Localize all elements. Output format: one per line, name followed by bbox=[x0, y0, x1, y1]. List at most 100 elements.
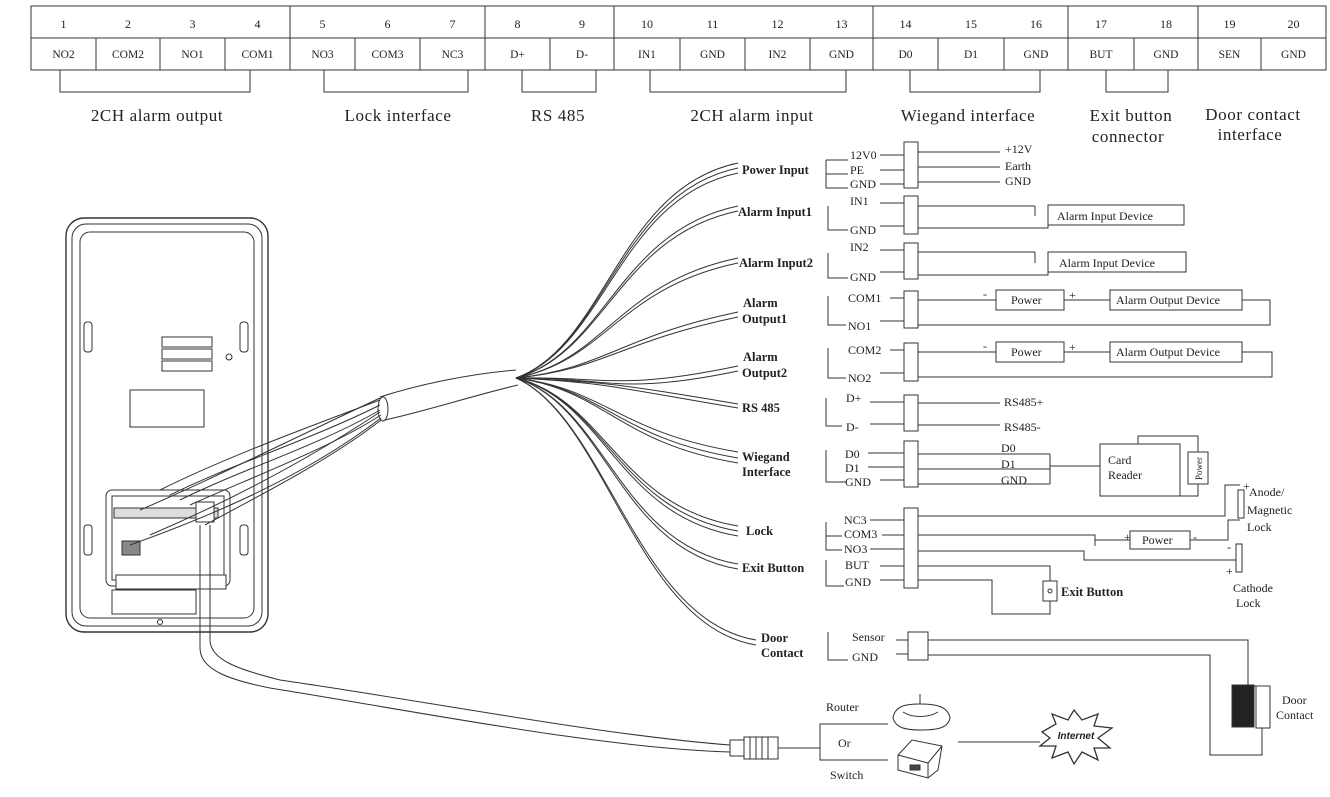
power-input-wiring bbox=[825, 141, 1000, 189]
internet-label: Internet bbox=[1058, 731, 1095, 742]
card-reader-power: Power bbox=[1194, 457, 1204, 480]
terminal-pin-label: GND bbox=[1024, 49, 1049, 61]
wire-no2: NO2 bbox=[848, 371, 871, 385]
harness-wire bbox=[515, 377, 739, 409]
wire-no3: NO3 bbox=[844, 542, 867, 556]
wire-com3: COM3 bbox=[844, 527, 877, 541]
door-contact-line1: Door bbox=[1282, 693, 1307, 707]
terminal-pin-number: 1 bbox=[61, 17, 67, 31]
wire-com1: COM1 bbox=[848, 291, 881, 305]
harness-wire bbox=[515, 377, 757, 646]
harness-wire bbox=[515, 205, 739, 379]
harness-wiegand-line2: Interface bbox=[742, 465, 791, 479]
harness-door-contact-line1: Door bbox=[761, 631, 789, 645]
terminal-block: 1NO22COM23NO14COM15NO36COM37NC38D+9D-10I… bbox=[30, 5, 1327, 71]
alarm-input-device-1: Alarm Input Device bbox=[1057, 209, 1153, 223]
cathode-lock-line1: Cathode bbox=[1233, 581, 1273, 595]
group-label-exit-button-1: Exit button bbox=[1090, 106, 1173, 125]
terminal-pin-label: GND bbox=[829, 49, 854, 61]
terminal-pin-number: 4 bbox=[255, 17, 261, 31]
harness-spray bbox=[515, 162, 757, 646]
terminal-pin-label: D+ bbox=[510, 49, 525, 61]
terminal-pin-label: D- bbox=[576, 49, 588, 61]
alarm-output-device-2: Alarm Output Device bbox=[1116, 345, 1220, 359]
router-label: Router bbox=[826, 700, 859, 714]
terminal-pin-label: NO2 bbox=[52, 49, 75, 61]
group-label-wiegand: Wiegand interface bbox=[901, 106, 1036, 125]
rs485-minus-out: RS485- bbox=[1004, 420, 1041, 434]
wire-in1: IN1 bbox=[850, 194, 869, 208]
terminal-pin-number: 13 bbox=[836, 17, 848, 31]
wire-no1: NO1 bbox=[848, 319, 871, 333]
router-icon bbox=[892, 694, 951, 731]
terminal-pin-label: COM1 bbox=[242, 49, 274, 61]
wiegand-out-d1: D1 bbox=[1001, 457, 1016, 471]
power-minus-ao2: - bbox=[983, 339, 987, 353]
terminal-pin-number: 19 bbox=[1224, 17, 1236, 31]
terminal-pin-number: 15 bbox=[965, 17, 977, 31]
terminal-pin-label: BUT bbox=[1090, 49, 1113, 61]
harness-alarm-output1-line2: Output1 bbox=[742, 312, 787, 326]
terminal-pin-number: 5 bbox=[320, 17, 326, 31]
terminal-pin-label: COM2 bbox=[112, 49, 144, 61]
harness-wire bbox=[515, 377, 739, 537]
power-box-ao1: Power bbox=[1011, 293, 1042, 307]
group-label-alarm-input: 2CH alarm input bbox=[690, 106, 813, 125]
terminal-pin-number: 18 bbox=[1160, 17, 1172, 31]
lock-power-plus: + bbox=[1124, 530, 1131, 544]
alarm-output1-wiring bbox=[827, 289, 1271, 329]
cathode-plus: + bbox=[1226, 564, 1233, 578]
group-label-lock-interface: Lock interface bbox=[344, 106, 451, 125]
card-reader-line2: Reader bbox=[1108, 468, 1142, 482]
power-plus-ao2: + bbox=[1069, 340, 1076, 354]
harness-lock: Lock bbox=[746, 524, 773, 538]
wire-in2: IN2 bbox=[850, 240, 869, 254]
wire-sensor: Sensor bbox=[852, 630, 885, 644]
wire-gnd-ai1: GND bbox=[850, 223, 876, 237]
harness-wire bbox=[515, 172, 739, 379]
rs485-plus-out: RS485+ bbox=[1004, 395, 1044, 409]
wire-gnd-exit: GND bbox=[845, 575, 871, 589]
harness-wire bbox=[515, 257, 739, 379]
anode-lock-line1: Anode/ bbox=[1249, 485, 1285, 499]
exit-button-wiring bbox=[825, 560, 1058, 615]
anode-plus: + bbox=[1243, 479, 1250, 493]
door-contact-line2: Contact bbox=[1276, 708, 1314, 722]
harness-wire bbox=[515, 377, 757, 641]
network-wiring bbox=[778, 723, 1040, 761]
terminal-pin-label: IN2 bbox=[769, 49, 787, 61]
terminal-pin-number: 2 bbox=[125, 17, 131, 31]
card-reader-line1: Card bbox=[1108, 453, 1131, 467]
power-plus-ao1: + bbox=[1069, 288, 1076, 302]
harness-door-contact-line2: Contact bbox=[761, 646, 804, 660]
terminal-pin-number: 12 bbox=[772, 17, 784, 31]
harness-wire bbox=[515, 377, 739, 570]
terminal-pin-label: GND bbox=[700, 49, 725, 61]
group-label-exit-button-2: connector bbox=[1092, 127, 1164, 146]
wire-d-plus: D+ bbox=[846, 391, 862, 405]
harness-wire bbox=[515, 210, 739, 379]
terminal-pin-number: 3 bbox=[190, 17, 196, 31]
terminal-pin-number: 17 bbox=[1095, 17, 1107, 31]
group-label-rs485: RS 485 bbox=[531, 106, 585, 125]
wire-d-minus: D- bbox=[846, 420, 859, 434]
cathode-minus: - bbox=[1227, 540, 1231, 554]
lock-wiring bbox=[825, 484, 1245, 589]
wiegand-wiring bbox=[825, 435, 1209, 497]
harness-wire bbox=[515, 377, 739, 464]
switch-label: Switch bbox=[830, 768, 863, 782]
wiegand-out-gnd: GND bbox=[1001, 473, 1027, 487]
harness-alarm-input1: Alarm Input1 bbox=[738, 205, 812, 219]
terminal-pin-number: 7 bbox=[450, 17, 456, 31]
wire-d0: D0 bbox=[845, 447, 860, 461]
wire-d1: D1 bbox=[845, 461, 860, 475]
harness-rs485: RS 485 bbox=[742, 401, 780, 415]
wire-nc3: NC3 bbox=[844, 513, 867, 527]
rs485-wiring bbox=[825, 394, 1000, 432]
terminal-pin-number: 16 bbox=[1030, 17, 1042, 31]
wire-com2: COM2 bbox=[848, 343, 881, 357]
or-label: Or bbox=[838, 736, 851, 750]
harness-alarm-output2-line2: Output2 bbox=[742, 366, 787, 380]
terminal-pin-label: IN1 bbox=[638, 49, 656, 61]
terminal-pin-label: NO3 bbox=[311, 49, 334, 61]
